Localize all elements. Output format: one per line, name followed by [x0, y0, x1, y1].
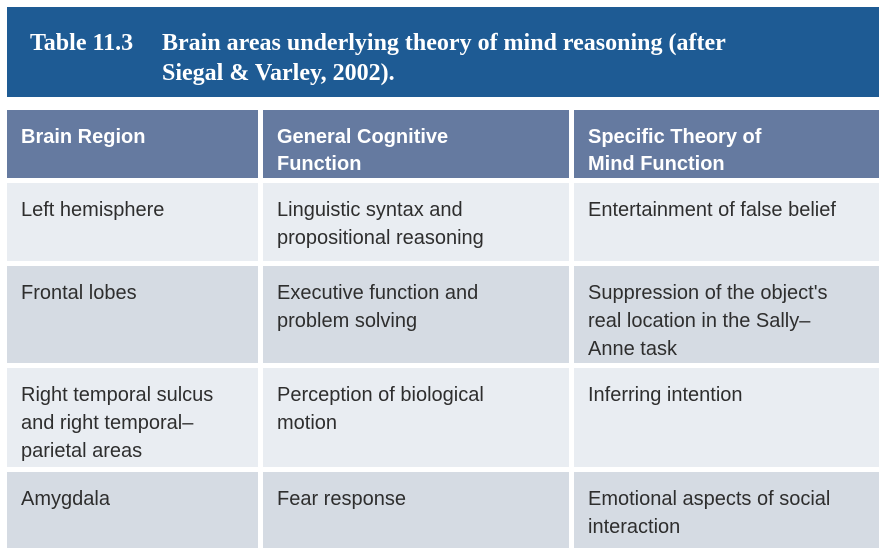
- column-header-brain-region: Brain Region: [7, 110, 258, 178]
- table-cell-brain-region: Amygdala: [7, 472, 258, 548]
- column-header-specific-theory-of-mind-function: Specific Theory of Mind Function: [574, 110, 879, 178]
- table-caption-bar: Table 11.3 Brain areas underlying theory…: [7, 7, 879, 97]
- table-figure: Table 11.3 Brain areas underlying theory…: [7, 7, 879, 548]
- table-cell-tom-function: Emotional aspects of social interaction: [574, 472, 879, 548]
- table-cell-tom-function: Entertainment of false belief: [574, 183, 879, 261]
- column-header-general-cognitive-function: General Cognitive Function: [263, 110, 569, 178]
- table-cell-general-function: Linguistic syntax and propositional reas…: [263, 183, 569, 261]
- table-cell-tom-function: Inferring intention: [574, 368, 879, 467]
- table-title: Brain areas underlying theory of mind re…: [162, 30, 726, 86]
- table-cell-brain-region: Left hemisphere: [7, 183, 258, 261]
- table-number: Table 11.3: [30, 30, 134, 56]
- table-cell-general-function: Perception of biological motion: [263, 368, 569, 467]
- table-cell-general-function: Executive function and problem solving: [263, 266, 569, 363]
- table: Brain Region General Cognitive Function …: [7, 110, 879, 548]
- table-cell-tom-function: Suppression of the object's real locatio…: [574, 266, 879, 363]
- table-cell-brain-region: Right temporal sulcus and right temporal…: [7, 368, 258, 467]
- table-cell-general-function: Fear response: [263, 472, 569, 548]
- table-cell-brain-region: Frontal lobes: [7, 266, 258, 363]
